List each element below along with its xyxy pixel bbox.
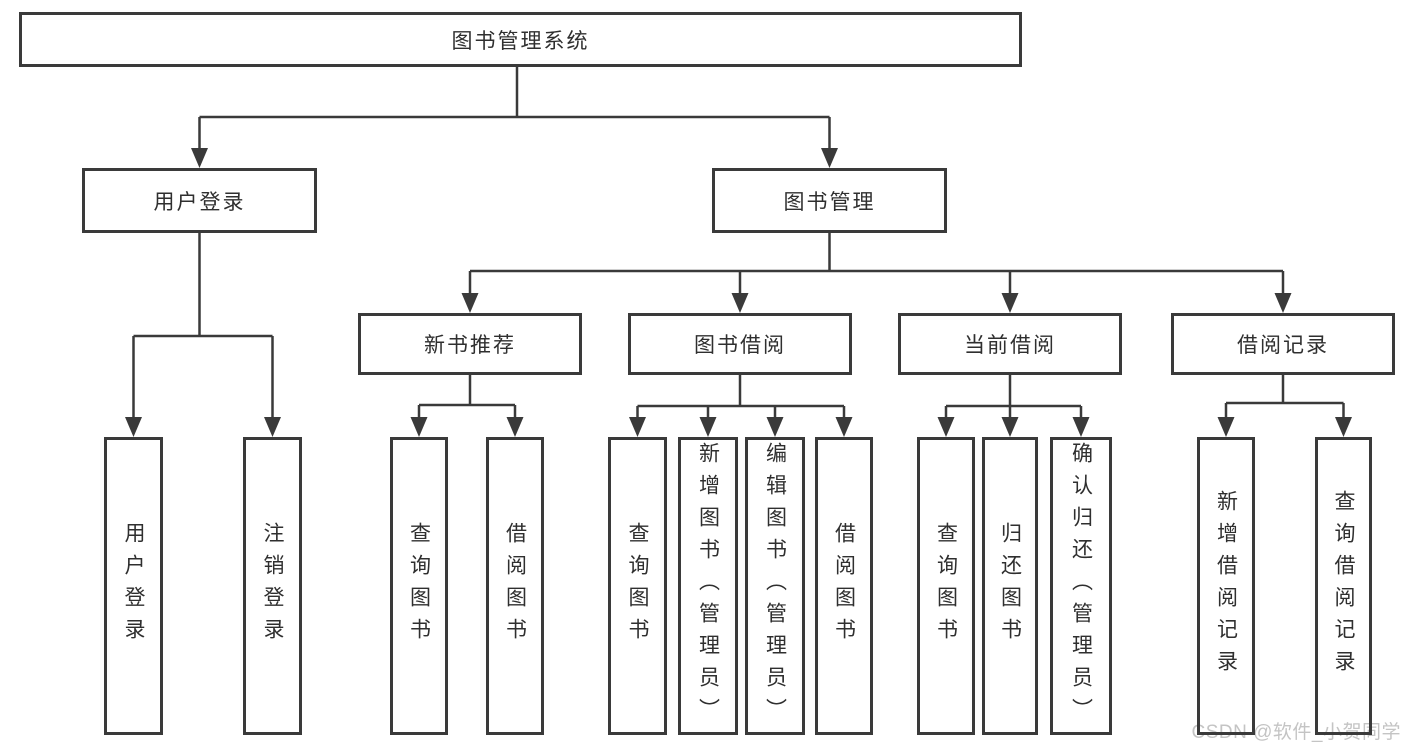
leaf-label: 查询图书 bbox=[626, 522, 649, 650]
node-book-management: 图书管理 bbox=[712, 168, 947, 233]
leaf-label: 编辑图书（管理员） bbox=[763, 442, 787, 730]
node-label: 图书借阅 bbox=[694, 334, 786, 357]
leaf-query-books-current: 查询图书 bbox=[917, 437, 975, 735]
tree-edges bbox=[132, 67, 1345, 419]
node-root: 图书管理系统 bbox=[19, 12, 1022, 67]
leaf-label: 查询图书 bbox=[407, 522, 431, 650]
leaf-label: 注销登录 bbox=[261, 522, 284, 650]
leaf-query-books-recommend: 查询图书 bbox=[390, 437, 448, 735]
arrowheads bbox=[125, 148, 1352, 437]
leaf-logout: 注销登录 bbox=[243, 437, 302, 735]
node-label: 图书管理 bbox=[783, 190, 876, 214]
leaf-add-borrow-record: 新增借阅记录 bbox=[1197, 437, 1255, 735]
node-book-borrow: 图书借阅 bbox=[628, 313, 852, 375]
leaf-confirm-return-admin: 确认归还（管理员） bbox=[1050, 437, 1112, 735]
leaf-label: 归还图书 bbox=[998, 522, 1022, 650]
leaf-return-book: 归还图书 bbox=[982, 437, 1038, 735]
leaf-label: 新增借阅记录 bbox=[1214, 490, 1238, 682]
leaf-add-book-admin: 新增图书（管理员） bbox=[678, 437, 738, 735]
leaf-label: 查询图书 bbox=[934, 522, 958, 650]
leaf-user-login: 用户登录 bbox=[104, 437, 163, 735]
csdn-watermark: CSDN @软件_小贺同学 bbox=[1191, 722, 1401, 743]
node-label: 当前借阅 bbox=[964, 334, 1056, 357]
node-user-login: 用户登录 bbox=[82, 168, 317, 233]
leaf-label: 借阅图书 bbox=[832, 522, 856, 650]
leaf-query-borrow-record: 查询借阅记录 bbox=[1315, 437, 1372, 735]
node-borrow-records: 借阅记录 bbox=[1171, 313, 1395, 375]
leaf-borrow-books-recommend: 借阅图书 bbox=[486, 437, 544, 735]
leaf-label: 用户登录 bbox=[122, 522, 145, 650]
node-root-label: 图书管理系统 bbox=[451, 29, 590, 53]
node-label: 新书推荐 bbox=[424, 334, 516, 357]
node-new-book-recommend: 新书推荐 bbox=[358, 313, 582, 375]
leaf-query-books-borrow: 查询图书 bbox=[608, 437, 667, 735]
leaf-label: 查询借阅记录 bbox=[1332, 490, 1355, 682]
leaf-label: 新增图书（管理员） bbox=[696, 442, 720, 730]
leaf-label: 借阅图书 bbox=[503, 522, 527, 650]
leaf-borrow-books: 借阅图书 bbox=[815, 437, 873, 735]
node-label: 用户登录 bbox=[153, 190, 246, 214]
node-current-borrow: 当前借阅 bbox=[898, 313, 1122, 375]
leaf-label: 确认归还（管理员） bbox=[1069, 442, 1093, 730]
leaf-edit-book-admin: 编辑图书（管理员） bbox=[745, 437, 805, 735]
node-label: 借阅记录 bbox=[1237, 334, 1329, 357]
